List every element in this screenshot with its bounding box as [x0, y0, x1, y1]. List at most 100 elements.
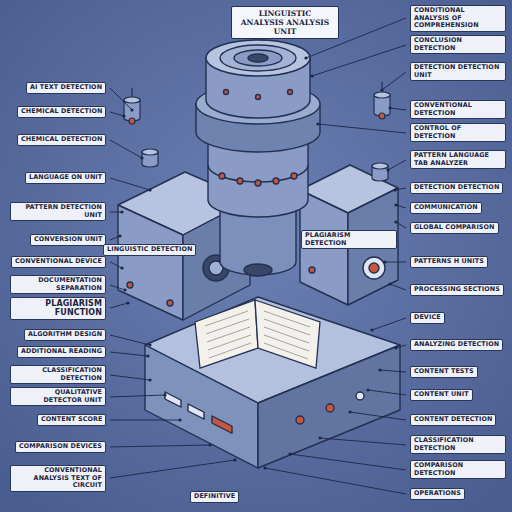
leader-line	[395, 188, 406, 190]
leader-dot	[122, 114, 125, 117]
callout-label: CONTROL OF DETECTION	[410, 123, 506, 142]
callout-label: PATTERN DETECTION UNIT	[10, 202, 106, 221]
callout-label: OPERATIONS	[410, 488, 465, 500]
callout-label: ALGORITHM DESIGN	[24, 329, 106, 341]
callout-label: CONCLUSION DETECTION	[410, 35, 506, 54]
callout-label: CONVERSION UNIT	[30, 234, 106, 246]
leader-dot	[378, 368, 381, 371]
base-platform	[145, 297, 400, 468]
leader-dot	[208, 443, 211, 446]
leader-dot	[370, 328, 373, 331]
callout-label: PLAGIARISM FUNCTION	[10, 297, 106, 320]
leader-dot	[123, 288, 126, 291]
callout-label: LANGUAGE ON UNIT	[25, 172, 106, 184]
callout-label: COMPARISON DEVICES	[15, 441, 106, 453]
leader-dot	[148, 343, 151, 346]
leader-line	[110, 88, 132, 110]
leader-dot	[146, 354, 149, 357]
callout-label: AI TEXT DETECTION	[26, 82, 106, 94]
leader-dot	[394, 346, 397, 349]
leader-line	[110, 420, 180, 421]
leader-line	[385, 262, 406, 263]
leader-line	[110, 112, 124, 116]
leader-dot	[380, 88, 383, 91]
callout-label: DETECTION DETECTION	[410, 182, 503, 194]
leader-dot	[310, 74, 313, 77]
leader-line	[318, 124, 406, 133]
leader-line	[380, 370, 406, 372]
leader-dot	[263, 466, 266, 469]
leader-dot	[348, 410, 351, 413]
callout-label: QUALITATIVE DETECTOR UNIT	[10, 387, 106, 406]
title-plate: LINGUISTIC ANALYSIS ANALYSIS UNIT	[231, 6, 339, 39]
leader-line	[110, 395, 165, 397]
open-book	[195, 300, 320, 368]
leader-line	[110, 375, 150, 380]
callout-label: CLASSIFICATION DETECTION	[410, 435, 506, 454]
callout-label: CONDITIONAL ANALYSIS OF COMPREHENSION	[410, 5, 506, 32]
leader-dot	[318, 436, 321, 439]
leader-dot	[386, 168, 389, 171]
leader-dot	[163, 393, 166, 396]
leader-dot	[288, 452, 291, 455]
leader-line	[110, 352, 148, 356]
leader-line	[265, 468, 406, 494]
leader-line	[390, 284, 406, 290]
leader-line	[110, 236, 120, 240]
callout-label: CHEMICAL DETECTION	[17, 134, 106, 146]
leader-line	[110, 262, 122, 268]
callout-label: CONTENT SCORE	[37, 414, 106, 426]
leader-dot	[118, 234, 121, 237]
leader-line	[368, 390, 406, 395]
leader-dot	[148, 188, 151, 191]
leader-dot	[233, 458, 236, 461]
callout-label: PROCESSING SECTIONS	[410, 284, 504, 296]
leader-line	[396, 222, 406, 228]
leader-dot	[304, 56, 307, 59]
leader-line	[110, 178, 150, 190]
leader-line	[110, 335, 150, 345]
callout-label: COMPARISON DETECTION	[410, 460, 506, 479]
callout-label: ANALYZING DETECTION	[410, 339, 503, 351]
leader-dot	[394, 203, 397, 206]
leader-line	[110, 212, 122, 213]
panel-label: LINGUISTIC DETECTION	[103, 244, 196, 256]
leader-line	[110, 140, 142, 158]
leader-dot	[130, 108, 133, 111]
leader-dot	[120, 266, 123, 269]
leader-dot	[126, 301, 129, 304]
piston-units	[124, 82, 390, 181]
callout-label: CHEMICAL DETECTION	[17, 106, 106, 118]
leader-line	[382, 72, 406, 90]
leader-line	[320, 438, 406, 445]
leader-line	[372, 318, 406, 330]
callout-label: CONVENTIONAL ANALYSIS TEXT OF CIRCUIT	[10, 465, 106, 492]
leader-line	[390, 108, 406, 110]
callout-label: CONVENTIONAL DEVICE	[11, 256, 106, 268]
callout-label: DOCUMENTATION SEPARATION	[10, 275, 106, 294]
leader-line	[312, 45, 406, 76]
leader-dot	[316, 122, 319, 125]
panel-label: PLAGIARISM DETECTION	[301, 230, 397, 249]
leader-dot	[120, 210, 123, 213]
callout-label: CLASSIFICATION DETECTION	[10, 365, 106, 384]
callout-label: DETECTION DETECTION UNIT	[410, 62, 506, 81]
leader-dot	[140, 156, 143, 159]
leader-line	[110, 445, 210, 447]
right-housing	[300, 165, 398, 305]
leader-line	[388, 160, 406, 170]
callout-label: COMMUNICATION	[410, 202, 482, 214]
leader-dot	[366, 388, 369, 391]
callout-label: ADDITIONAL READING	[17, 346, 106, 358]
leader-line	[110, 285, 125, 290]
leader-line	[350, 412, 406, 420]
leader-line	[110, 460, 235, 478]
leader-dot	[388, 282, 391, 285]
callout-label: CONTENT DETECTION	[410, 414, 496, 426]
callout-label: CONTENT TESTS	[410, 366, 478, 378]
leader-dot	[178, 418, 181, 421]
leader-dot	[383, 260, 386, 263]
callout-label: CONVENTIONAL DETECTION	[410, 100, 506, 119]
leader-line	[290, 454, 406, 470]
